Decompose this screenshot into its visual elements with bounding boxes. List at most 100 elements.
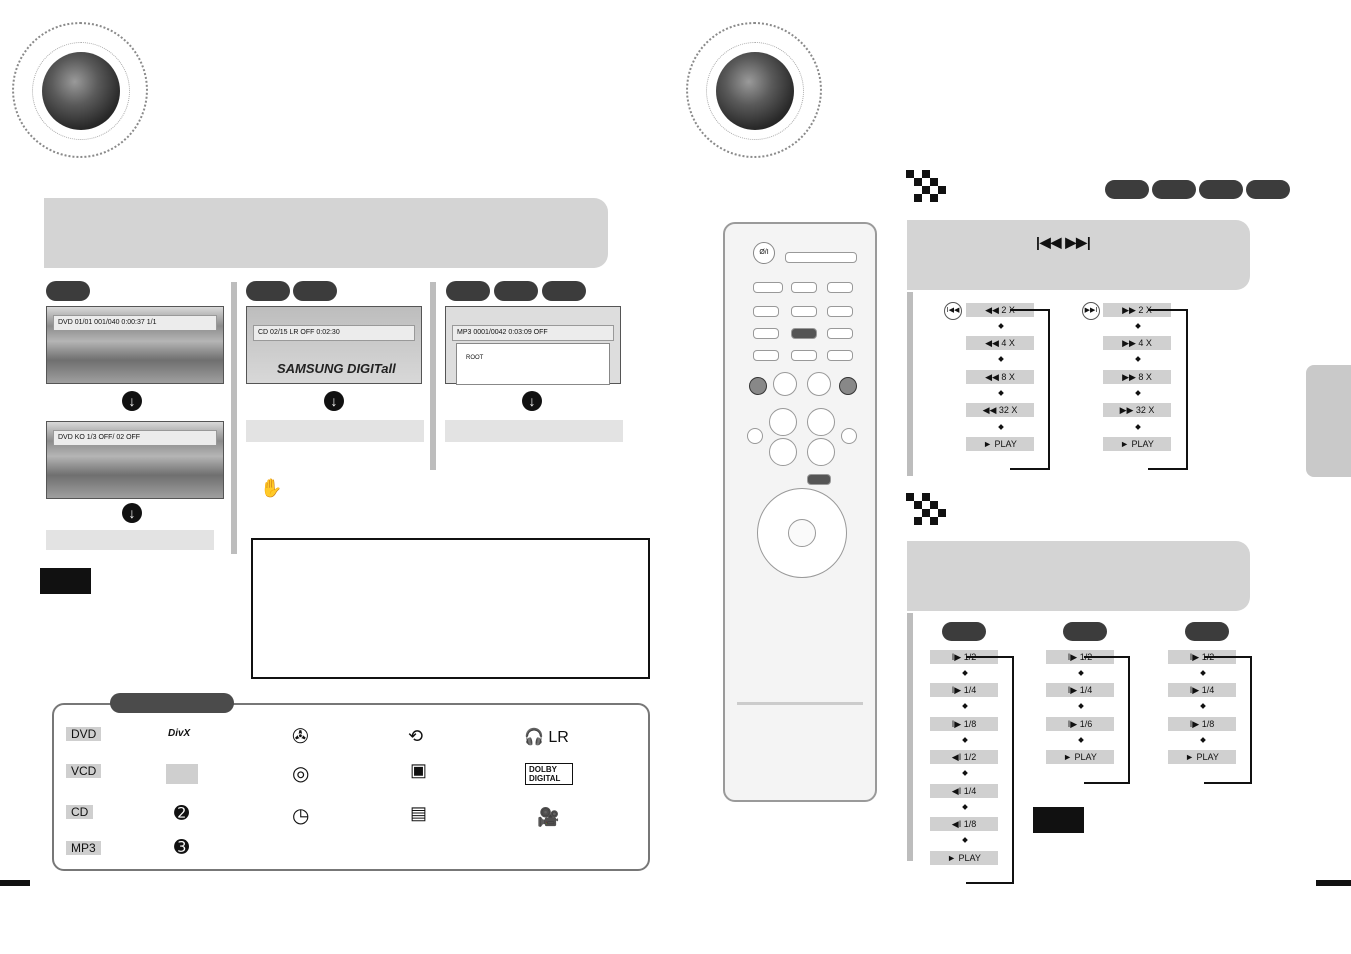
- volume-up-button[interactable]: [769, 408, 797, 436]
- step-arrow: [1078, 703, 1084, 709]
- format-badge-dvd: [942, 622, 986, 641]
- format-badge-vcd: [1152, 180, 1196, 199]
- slow-a-step: I▶ 1/2: [930, 650, 998, 664]
- slow-b-step: ► PLAY: [1046, 750, 1114, 764]
- band-button[interactable]: [791, 306, 817, 317]
- title-icon: ➋: [174, 803, 190, 823]
- remote-divider: [737, 702, 863, 705]
- music-button[interactable]: [791, 350, 817, 361]
- cd-screen: CD 02/15 LR OFF 0:02:30 SAMSUNG DIGITall: [246, 306, 422, 384]
- search-banner: [907, 220, 1250, 290]
- slow-b-step: I▶ 1/2: [1046, 650, 1114, 664]
- title-banner-left: [44, 198, 608, 268]
- format-badge-jpeg: [494, 281, 538, 301]
- slow-banner: [907, 541, 1250, 611]
- legend-format-dvd: DVD: [66, 727, 102, 741]
- pl2-mode-button[interactable]: [747, 428, 763, 444]
- audio-lr-text: LR: [548, 729, 569, 746]
- pl2-effect-button[interactable]: [841, 428, 857, 444]
- slow-a-step: ► PLAY: [930, 851, 998, 865]
- navigation-pad[interactable]: [757, 488, 847, 578]
- legend-format-mp3: MP3: [66, 841, 101, 855]
- search-rev-step: ◀◀ 4 X: [966, 336, 1034, 350]
- down-arrow-icon: ↓: [122, 503, 142, 523]
- legend-title-badge: [110, 693, 234, 713]
- search-fwd-step: ▶▶ 8 X: [1103, 370, 1171, 384]
- search-fwd-step: ▶▶ 32 X: [1103, 403, 1171, 417]
- digest-button[interactable]: [753, 350, 779, 361]
- format-badge-mp3: [1246, 180, 1290, 199]
- aux-button[interactable]: [827, 306, 853, 317]
- aux2-button[interactable]: [753, 328, 779, 339]
- step-arrow: [998, 356, 1004, 362]
- slow-a-step: I▶ 1/8: [930, 717, 998, 731]
- checker-icon: [906, 170, 946, 206]
- caption-box: [46, 530, 214, 550]
- tuning-up-button[interactable]: [807, 408, 835, 436]
- speaker-graphic-left: [12, 22, 148, 158]
- down-arrow-icon: ↓: [522, 391, 542, 411]
- loop-line: [1084, 656, 1130, 784]
- stop-button[interactable]: [773, 372, 797, 396]
- skip-forward-button[interactable]: [839, 377, 857, 395]
- format-badge-cd2: [542, 281, 586, 301]
- slow-a-step: ◀I 1/2: [930, 750, 998, 764]
- search-side-bar: [907, 292, 913, 476]
- mp3-root: ROOT: [466, 355, 484, 361]
- search-rev-step: ◀◀ 32 X: [966, 403, 1034, 417]
- open-close-button[interactable]: [753, 282, 783, 293]
- movie-button[interactable]: [827, 350, 853, 361]
- play-pause-button[interactable]: [807, 372, 831, 396]
- info-button[interactable]: [807, 474, 831, 485]
- power-button[interactable]: Ø/I: [753, 242, 775, 264]
- page-edge-mark-right: [1316, 880, 1351, 886]
- tuning-down-button[interactable]: [807, 438, 835, 466]
- subtitle-button[interactable]: [827, 328, 853, 339]
- caption-box: [246, 420, 424, 442]
- search-skip-icons: |◀◀ ▶▶|: [1036, 234, 1091, 250]
- format-badge-mp3: [446, 281, 490, 301]
- format-badge-vcd: [1063, 622, 1107, 641]
- dvd-button[interactable]: [753, 306, 779, 317]
- step-arrow: [998, 390, 1004, 396]
- search-rev-step: ► PLAY: [966, 437, 1034, 451]
- caption-box: [445, 420, 623, 442]
- headphone-icon: 🎧: [524, 729, 544, 746]
- chapter-icon: ✇: [292, 726, 309, 748]
- repeat-icon: ⟲: [408, 726, 424, 746]
- slow-button[interactable]: [791, 328, 817, 339]
- enter-button[interactable]: [788, 519, 816, 547]
- column-divider: [430, 282, 436, 470]
- step-arrow: [998, 323, 1004, 329]
- dvd-screen-1: DVD 01/01 001/040 0:00:37 1/1: [46, 306, 224, 384]
- slow-a-step: ◀I 1/4: [930, 784, 998, 798]
- tv-video-button[interactable]: [791, 282, 817, 293]
- checker-icon: [906, 493, 946, 529]
- slow-b-step: I▶ 1/6: [1046, 717, 1114, 731]
- loop-line: [1148, 309, 1188, 470]
- step-arrow: [1135, 424, 1141, 430]
- search-fwd-step: ► PLAY: [1103, 437, 1171, 451]
- mode-button[interactable]: [827, 282, 853, 293]
- search-rev-step: ◀◀ 8 X: [966, 370, 1034, 384]
- mp3-osd: MP3 0001/0042 0:03:09 OFF: [452, 325, 614, 341]
- format-badge-dvd: [46, 281, 90, 301]
- divx-logo: DivX: [168, 728, 191, 739]
- loop-line: [1204, 656, 1252, 784]
- remote-control: Ø/I: [723, 222, 877, 802]
- picture-icon: ▣: [410, 760, 428, 780]
- slow-c-step: I▶ 1/2: [1168, 650, 1236, 664]
- volume-down-button[interactable]: [769, 438, 797, 466]
- slow-b-step: I▶ 1/4: [1046, 683, 1114, 697]
- format-badge-cd: [1199, 180, 1243, 199]
- step-arrow: [1135, 323, 1141, 329]
- dvd-osd-2: DVD KO 1/3 OFF/ 02 OFF: [53, 430, 217, 446]
- tv-dvd-switch[interactable]: [785, 252, 857, 263]
- legend-frame: [52, 703, 650, 871]
- down-arrow-icon: ↓: [122, 391, 142, 411]
- format-badge-vcd: [246, 281, 290, 301]
- format-badge-divx: [1185, 622, 1229, 641]
- slow-c-step: ► PLAY: [1168, 750, 1236, 764]
- format-badge-cd: [293, 281, 337, 301]
- skip-back-button[interactable]: [749, 377, 767, 395]
